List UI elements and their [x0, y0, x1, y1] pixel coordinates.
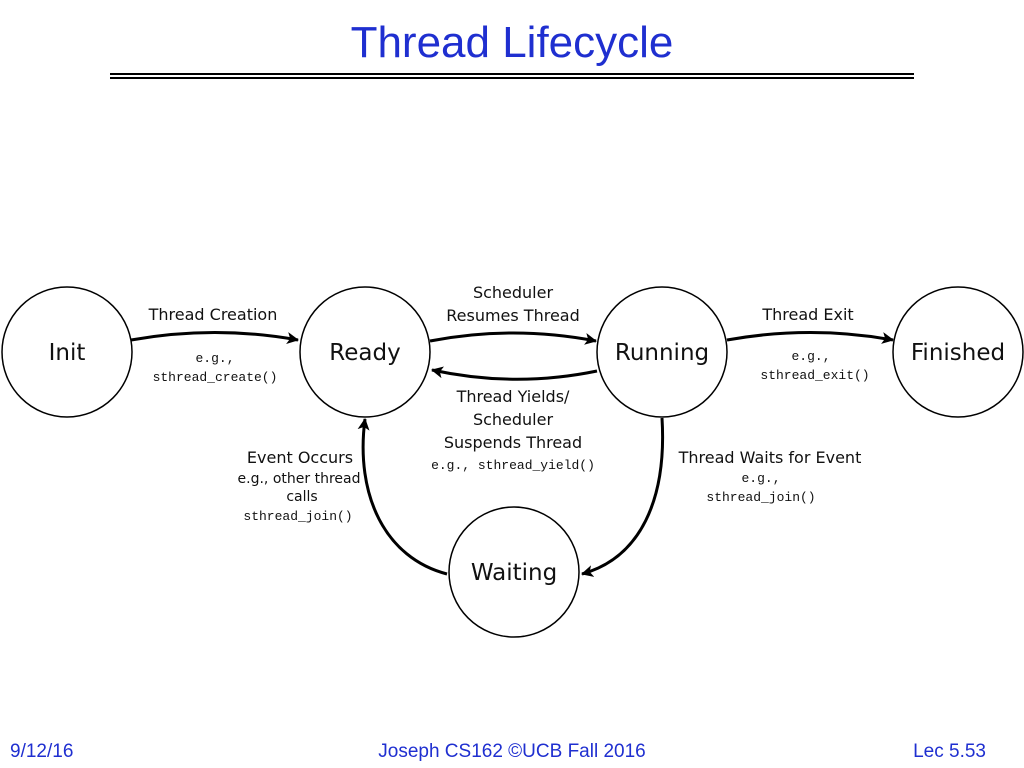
title-rule-top: [110, 73, 914, 75]
state-ready: Ready: [299, 286, 431, 418]
arrow-running-to-finished: [726, 331, 894, 344]
state-running-label: Running: [615, 340, 709, 366]
state-init-label: Init: [49, 340, 86, 366]
arrow-init-to-ready: [130, 331, 299, 344]
footer-course: Joseph CS162 ©UCB Fall 2016: [378, 741, 646, 762]
event-example: sthread_join(): [243, 509, 352, 524]
arrow-ready-to-running: [429, 331, 597, 345]
state-finished-label: Finished: [911, 340, 1005, 366]
creation-example-1: e.g.,: [195, 351, 234, 366]
yield-example: e.g., sthread_yield(): [431, 458, 595, 473]
yield-line-3: Suspends Thread: [444, 433, 582, 452]
state-init: Init: [1, 286, 133, 418]
wait-example-1: e.g.,: [741, 471, 780, 486]
state-waiting-label: Waiting: [471, 560, 557, 586]
state-finished: Finished: [892, 286, 1024, 418]
exit-example-2: sthread_exit(): [760, 368, 869, 383]
creation-label: Thread Creation: [148, 305, 278, 324]
arrow-running-to-ready: [431, 366, 598, 381]
yield-line-2: Scheduler: [473, 410, 554, 429]
wait-label: Thread Waits for Event: [678, 448, 862, 467]
footer-lecture: Lec 5.53: [913, 741, 986, 762]
title-rule-bottom: [110, 77, 914, 79]
state-waiting: Waiting: [448, 506, 580, 638]
event-line-2: e.g., other thread: [238, 471, 361, 487]
arrow-waiting-to-ready: [357, 418, 448, 576]
wait-example-2: sthread_join(): [706, 490, 815, 505]
footer-date: 9/12/16: [10, 741, 74, 762]
slide-title: Thread Lifecycle: [350, 18, 674, 67]
exit-label: Thread Exit: [761, 305, 853, 324]
creation-example-2: sthread_create(): [153, 370, 278, 385]
yield-line-1: Thread Yields/: [456, 387, 570, 406]
arrow-running-to-waiting: [581, 417, 665, 577]
event-line-3: calls: [286, 489, 317, 505]
exit-example-1: e.g.,: [791, 349, 830, 364]
resume-line-1: Scheduler: [473, 283, 554, 302]
event-line-1: Event Occurs: [247, 448, 353, 467]
resume-line-2: Resumes Thread: [446, 306, 580, 325]
state-ready-label: Ready: [329, 340, 400, 366]
state-running: Running: [596, 286, 728, 418]
